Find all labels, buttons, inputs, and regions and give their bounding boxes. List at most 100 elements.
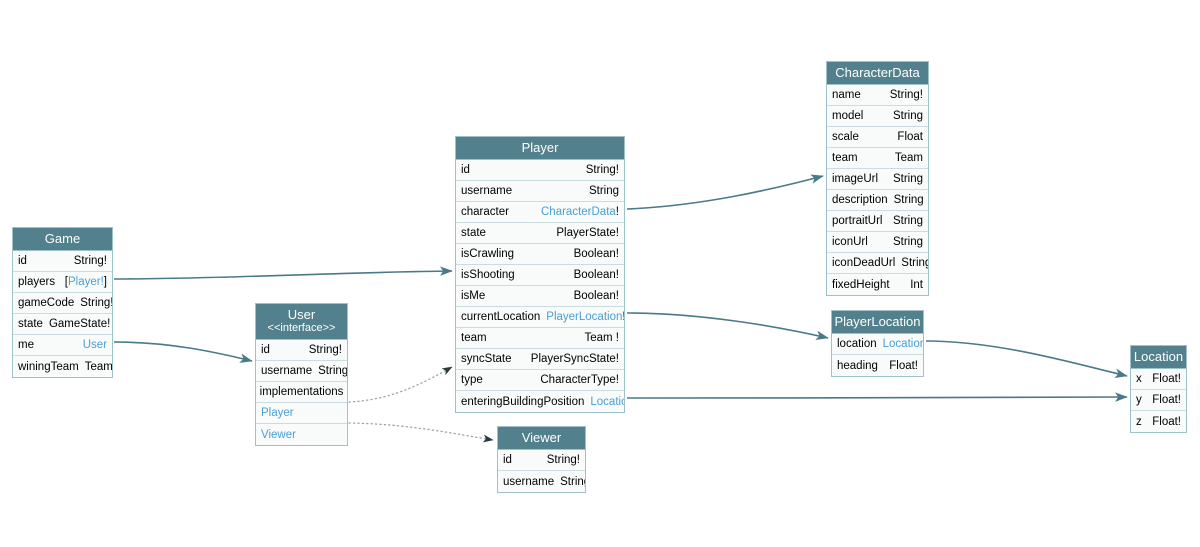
field-type: Float xyxy=(897,131,923,143)
entity-title: Viewer xyxy=(521,430,562,445)
field-name: username xyxy=(461,185,513,197)
field-name: isShooting xyxy=(461,269,515,281)
field-type[interactable]: [Player!] xyxy=(64,276,107,288)
field-type: String! xyxy=(73,255,107,267)
entity-header-playerlocation: PlayerLocation xyxy=(832,311,923,334)
field-name: state xyxy=(18,318,43,330)
field-row[interactable]: iconDeadUrlString xyxy=(827,253,928,274)
field-type: Int xyxy=(910,278,923,291)
field-type: String xyxy=(901,257,928,269)
edge-user-impl-viewer xyxy=(348,422,494,443)
field-row[interactable]: players[Player!] xyxy=(13,272,112,293)
field-row[interactable]: team Team ! xyxy=(456,328,624,349)
edge-player-currentlocation-to-playerlocation xyxy=(626,312,829,341)
entity-header-location: Location xyxy=(1131,346,1186,369)
field-name: character xyxy=(461,206,509,218)
field-row[interactable]: x Float! xyxy=(1131,369,1186,390)
entity-header-player: Player xyxy=(456,137,624,160)
field-type[interactable]: Location! xyxy=(882,338,923,350)
field-type: String xyxy=(588,185,619,197)
field-name: state xyxy=(461,227,486,239)
field-row[interactable]: username String xyxy=(456,181,624,202)
field-row[interactable]: id String! xyxy=(13,251,112,272)
field-type: Float! xyxy=(1152,373,1181,385)
implementation-player[interactable]: Player xyxy=(256,403,347,424)
field-row[interactable]: enteringBuildingPosition Location xyxy=(456,391,624,412)
field-row[interactable]: scale Float xyxy=(827,127,928,148)
field-type: Boolean! xyxy=(573,269,619,281)
field-name: enteringBuildingPosition xyxy=(461,395,585,408)
field-type[interactable]: Location xyxy=(590,395,624,408)
field-row[interactable]: username String xyxy=(498,471,585,492)
field-type: String! xyxy=(80,297,112,309)
field-name: model xyxy=(832,110,864,122)
field-row[interactable]: isCrawling Boolean! xyxy=(456,244,624,265)
field-name: portraitUrl xyxy=(832,215,883,227)
field-type[interactable]: PlayerLocation! xyxy=(546,311,624,323)
field-name: me xyxy=(18,339,34,351)
field-name: iconUrl xyxy=(832,236,868,248)
implementation-viewer[interactable]: Viewer xyxy=(256,424,347,445)
entity-title: Location xyxy=(1133,349,1184,364)
field-type: Team ! xyxy=(584,332,619,344)
field-row[interactable]: character CharacterData! xyxy=(456,202,624,223)
entity-title: Game xyxy=(44,231,81,246)
field-name: id xyxy=(18,255,27,267)
field-type: Team xyxy=(84,360,112,373)
entity-header-user: User<<interface>> xyxy=(256,304,347,340)
field-name: x xyxy=(1136,373,1142,385)
field-name: id xyxy=(461,164,470,176)
entity-stereotype: <<interface>> xyxy=(267,322,336,334)
field-type: Boolean! xyxy=(573,248,619,260)
field-type[interactable]: User xyxy=(82,339,107,351)
field-type: PlayerSyncState! xyxy=(530,353,619,365)
field-name: scale xyxy=(832,131,859,143)
field-name: y xyxy=(1136,394,1142,406)
field-type: String! xyxy=(308,344,342,356)
field-name: isCrawling xyxy=(461,248,515,260)
field-row[interactable]: gameCode String! xyxy=(13,293,112,314)
field-name: username xyxy=(503,475,555,488)
entity-playerlocation[interactable]: PlayerLocationlocationLocation!headingFl… xyxy=(831,310,924,377)
edge-game-me-to-user xyxy=(113,341,253,363)
field-type: Float! xyxy=(889,359,918,372)
field-name: gameCode xyxy=(18,297,75,309)
field-row[interactable]: isShooting Boolean! xyxy=(456,265,624,286)
field-type[interactable]: CharacterData! xyxy=(541,206,619,218)
edge-player-enteringbuildingposition-to-location xyxy=(626,392,1128,402)
field-type: Boolean! xyxy=(573,290,619,302)
field-row[interactable]: locationLocation! xyxy=(832,334,923,355)
field-name: team xyxy=(461,332,487,344)
field-type: String xyxy=(560,475,585,488)
field-row[interactable]: me User xyxy=(13,335,112,356)
